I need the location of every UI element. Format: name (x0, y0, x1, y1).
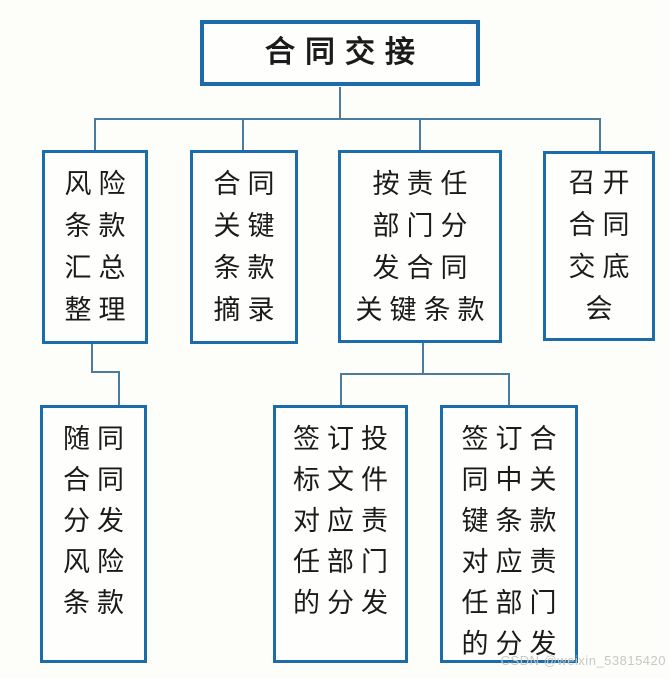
csdn-watermark: CSDN @weixin_53815420 (500, 653, 666, 668)
connector-drop-key-clause-extract (242, 120, 244, 150)
flow-node-label: 签订投 标文件 对应责 任部门 的分发 (293, 424, 395, 618)
flow-node-distribute-risk-clauses: 随同 合同 分发 风险 条款 (40, 405, 147, 663)
connector-drop-handover-meeting (599, 120, 601, 151)
connector-drop-distribute-risk (118, 373, 120, 405)
flow-node-contract-clause-dept-distribution: 签订合 同中关 键条款 对应责 任部门 的分发 (440, 405, 578, 663)
flow-node-label: 合同交接 (265, 36, 425, 69)
connector-risk-summary-jog (91, 371, 120, 373)
connector-level2-horizontal (94, 118, 601, 120)
flow-node-bid-doc-dept-distribution: 签订投 标文件 对应责 任部门 的分发 (273, 405, 408, 663)
flow-node-label: 按责任 部门分 发合同 关键条款 (355, 168, 492, 325)
connector-drop-risk-summary (94, 120, 96, 150)
flow-node-label: 风险 条款 汇总 整理 (64, 169, 133, 325)
connector-drop-bid-doc-distribution (340, 375, 342, 405)
connector-distribute-by-dept-down (422, 343, 424, 375)
flow-node-label: 签订合 同中关 键条款 对应责 任部门 的分发 (461, 424, 564, 659)
flow-node-key-clause-extract: 合同 关键 条款 摘录 (190, 150, 298, 344)
flow-node-handover-meeting: 召开 合同 交底 会 (543, 151, 655, 341)
flow-node-label: 合同 关键 条款 摘录 (213, 169, 282, 325)
flow-node-contract-handover: 合同交接 (200, 20, 480, 86)
flow-node-distribute-by-dept: 按责任 部门分 发合同 关键条款 (338, 150, 502, 343)
connector-drop-distribute-by-dept (419, 120, 421, 150)
flow-node-label: 随同 合同 分发 风险 条款 (63, 424, 131, 618)
flow-node-risk-clause-summary: 风险 条款 汇总 整理 (42, 150, 148, 344)
flow-node-label: 召开 合同 交底 会 (568, 168, 637, 324)
connector-drop-contract-clause-distribution (508, 375, 510, 405)
connector-root-vertical (339, 87, 341, 119)
connector-level3-horizontal (340, 373, 510, 375)
connector-risk-summary-down (91, 344, 93, 373)
